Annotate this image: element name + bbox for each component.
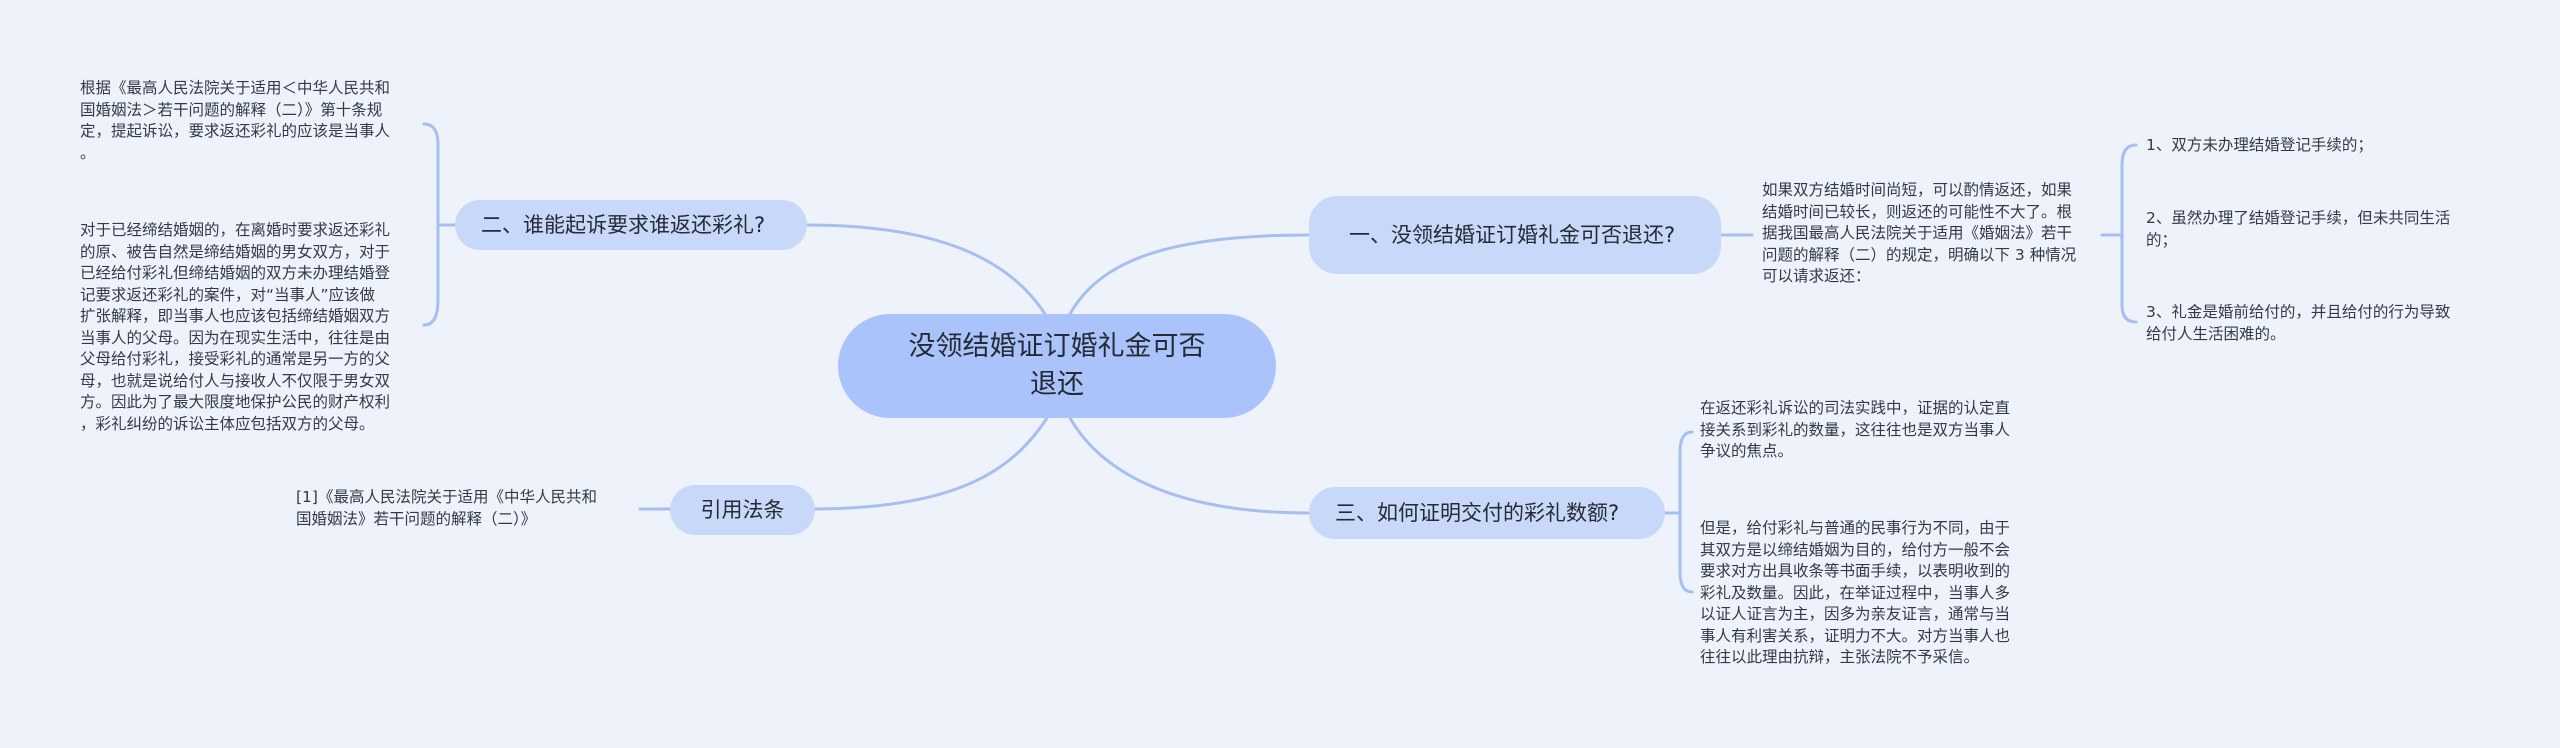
leaf-text: 在返还彩礼诉讼的司法实践中，证据的认定直 接关系到彩礼的数量，这往往也是双方当事…	[1700, 399, 2011, 460]
leaf-text: 根据《最高人民法院关于适用＜中华人民共和 国婚姻法＞若干问题的解释（二）》第十条…	[80, 79, 391, 162]
leaf-item: 3、礼金是婚前给付的，并且给付的行为导致 给付人生活困难的。	[2146, 303, 2451, 343]
topic-label: 三、如何证明交付的彩礼数额?	[1335, 501, 1620, 525]
root-label: 没领结婚证订婚礼金可否 退还	[908, 331, 1206, 400]
leaf-text: 但是，给付彩礼与普通的民事行为不同，由于 其双方是以缔结婚姻为目的，给付方一般不…	[1700, 519, 2011, 666]
topic-cited-law[interactable]: 引用法条	[670, 485, 815, 535]
topic-prove-amount[interactable]: 三、如何证明交付的彩礼数额?	[1309, 487, 1665, 539]
leaf-text: 对于已经缔结婚姻的，在离婚时要求返还彩礼 的原、被告自然是缔结婚姻的男女双方，对…	[80, 221, 391, 433]
topic-who-can-sue[interactable]: 二、谁能起诉要求谁返还彩礼?	[455, 200, 807, 250]
leaf-item: 1、双方未办理结婚登记手续的；	[2146, 136, 2373, 154]
topic-refund-without-certificate[interactable]: 一、没领结婚证订婚礼金可否退还?	[1309, 196, 1721, 274]
leaf-item: 2、虽然办理了结婚登记手续，但未共同生活 的；	[2146, 209, 2451, 249]
leaf-text: [1]《最高人民法院关于适用《中华人民共和 国婚姻法》若干问题的解释（二）》	[296, 488, 597, 528]
summary-text: 如果双方结婚时间尚短，可以酌情返还，如果 结婚时间已较长，则返还的可能性不大了。…	[1762, 181, 2077, 285]
topic-label: 引用法条	[700, 498, 785, 522]
root-node[interactable]: 没领结婚证订婚礼金可否 退还	[838, 314, 1276, 418]
topic-label: 二、谁能起诉要求谁返还彩礼?	[481, 213, 766, 237]
topic-label: 一、没领结婚证订婚礼金可否退还?	[1349, 223, 1676, 247]
